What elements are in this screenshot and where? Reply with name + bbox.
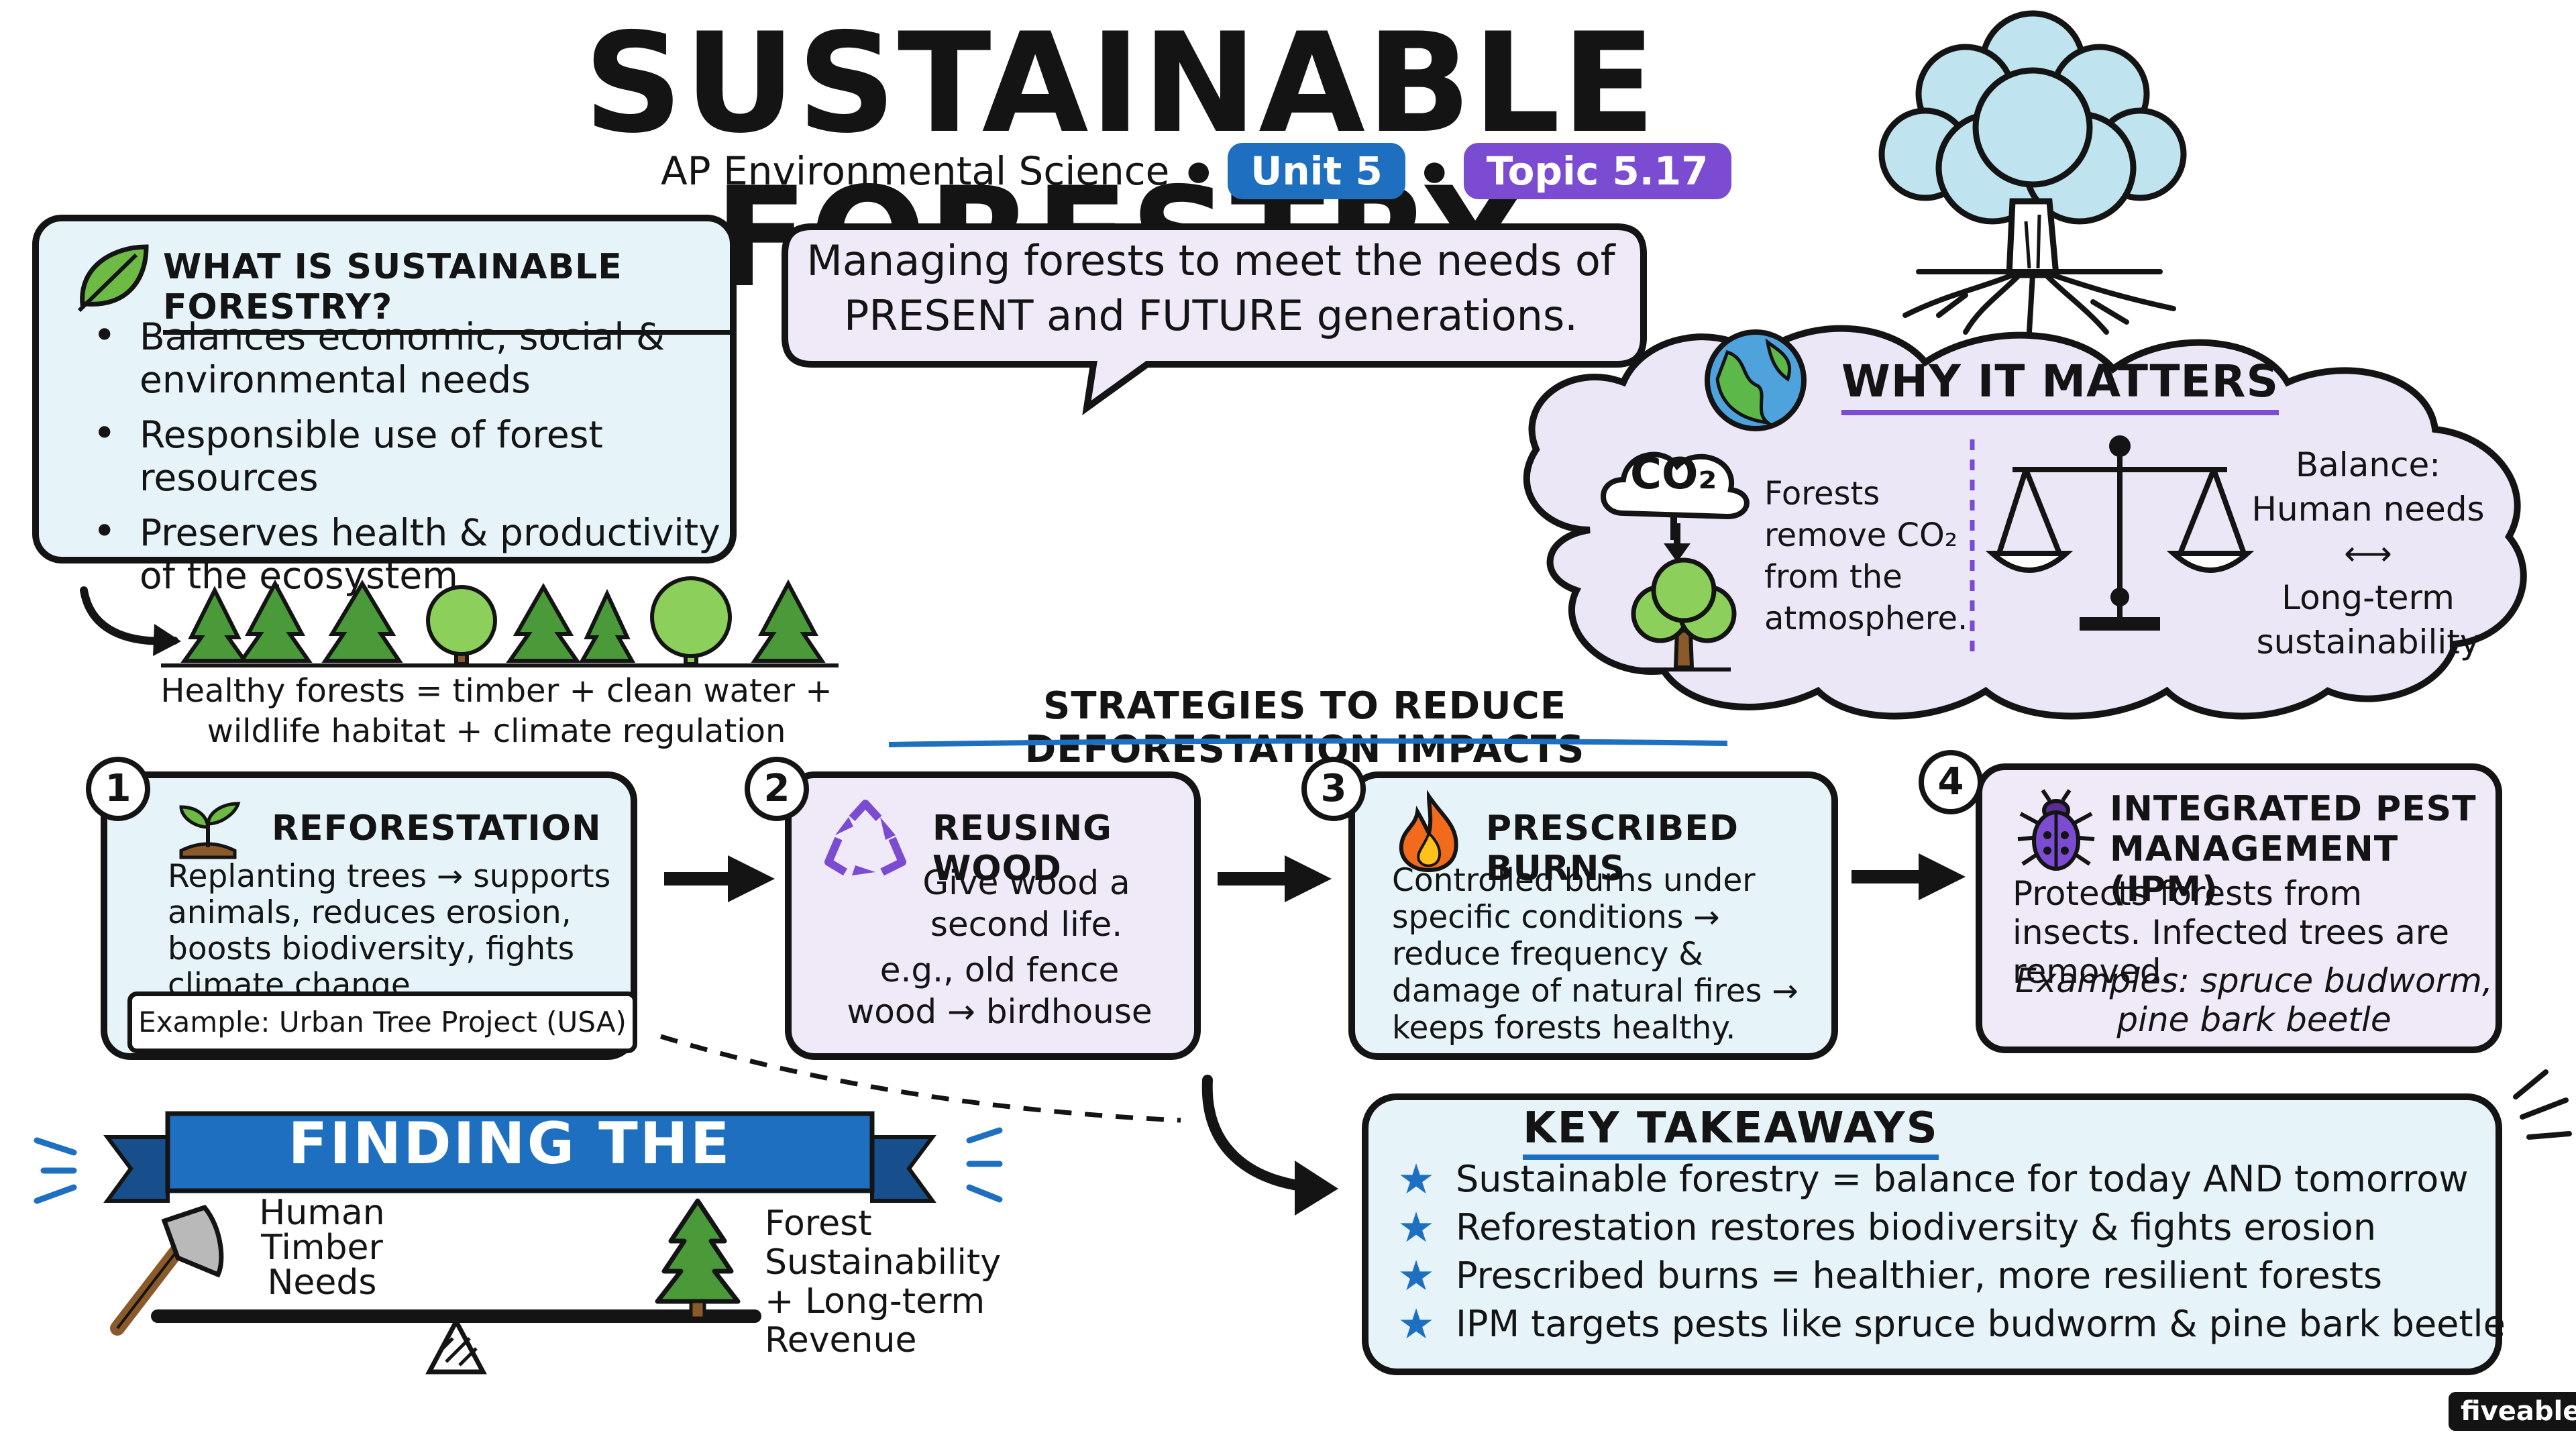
definition-speech-bubble — [782, 223, 1647, 416]
balance-line-2: Human needs — [2251, 490, 2485, 529]
star-icon: ★ — [1397, 1155, 1435, 1203]
list-item: ★ Prescribed burns = healthier, more resi… — [1395, 1252, 2506, 1300]
balance-scale-icon — [1985, 435, 2255, 631]
curved-arrow-icon — [1201, 1075, 1338, 1216]
brand-logo: fiveable — [2449, 1392, 2576, 1431]
definition-text: Managing forests to meet the needs of PR… — [798, 233, 1623, 343]
star-icon: ★ — [1397, 1251, 1435, 1300]
strategy-example: e.g., old fence wood → birdhouse — [847, 951, 1152, 1031]
strategy-title: PRESCRIBED BURNS — [1486, 808, 1739, 889]
step-number-badge: 3 — [1301, 757, 1366, 821]
forest-caption-line-2: wildlife habitat + climate regulation — [207, 712, 786, 750]
tree-roots-illustration — [1878, 10, 2187, 335]
leaf-icon — [77, 244, 149, 313]
definition-line-2: PRESENT and FUTURE generations. — [844, 291, 1578, 340]
forest-caption: Healthy forests = timber + clean water +… — [154, 671, 839, 751]
forests-remove-co2-text: Forests remove CO₂ from the atmosphere. — [1764, 475, 1968, 637]
globe-icon — [1705, 329, 1807, 431]
forest-trees-illustration — [161, 576, 839, 667]
topic-badge: Topic 5.17 — [1463, 143, 1731, 199]
subtitle-row: AP Environmental Science ● Unit 5 ● Topi… — [661, 138, 1731, 205]
arrow-right-icon — [664, 855, 775, 902]
strategy-text: Replanting trees → supports animals, red… — [168, 858, 611, 1004]
strategies-heading: STRATEGIES TO REDUCE DEFORESTATION IMPAC… — [1024, 684, 1585, 771]
dashed-connector-line — [659, 1034, 1181, 1123]
list-item: ★ Reforestation restores biodiversity & f… — [1395, 1203, 2506, 1252]
takeaway-text: Prescribed burns = healthier, more resil… — [1456, 1254, 2383, 1297]
step-number-badge: 2 — [745, 757, 809, 821]
human-timber-needs-text: Human Timber Needs — [259, 1193, 385, 1303]
definition-line-1: Managing forests to meet the needs of — [806, 236, 1615, 285]
key-takeaways-heading: KEY TAKEAWAYS — [1523, 1104, 1939, 1160]
takeaway-text: IPM targets pests like spruce budworm & … — [1456, 1303, 2506, 1345]
finding-balance-banner — [34, 1111, 1003, 1204]
balance-line-3: Long-term sustainability — [2256, 578, 2480, 661]
recycle-icon — [824, 800, 906, 876]
strategy-example: Examples: spruce budworm, pine bark beet… — [2015, 961, 2493, 1039]
strategy-text: Controlled burns under specific conditio… — [1392, 862, 1799, 1046]
strategy-card-prescribed-burns: PRESCRIBED BURNS Controlled burns under … — [1348, 771, 1838, 1060]
separator-dot: ● — [1422, 156, 1446, 186]
strategy-title: REUSING WOOD — [932, 808, 1112, 889]
key-takeaways-list: ★ Sustainable forestry = balance for toda… — [1395, 1155, 2506, 1348]
step-number-badge: 1 — [86, 757, 150, 821]
list-item: ★ IPM targets pests like spruce budworm &… — [1395, 1300, 2506, 1348]
star-icon: ★ — [1397, 1203, 1435, 1252]
small-tree-icon — [1631, 557, 1737, 672]
co2-cloud-icon — [1601, 451, 1750, 540]
strategy-text: Protects forests from insects. Infected … — [2012, 874, 2450, 991]
key-takeaways-box — [1362, 1093, 2502, 1375]
pine-tree-icon — [655, 1198, 741, 1320]
balance-seesaw — [151, 1309, 761, 1375]
why-it-matters-heading: WHY IT MATTERS — [1841, 356, 2279, 415]
list-item: ★ Sustainable forestry = balance for toda… — [1395, 1155, 2506, 1203]
curved-arrow-icon — [80, 586, 181, 656]
balance-line-1: Balance: — [2295, 445, 2441, 484]
separator-dot: ● — [1187, 156, 1211, 186]
what-is-list: Balances economic, social & environmenta… — [93, 314, 730, 609]
what-is-box: WHAT IS SUSTAINABLE FORESTRY? Balances e… — [32, 215, 737, 597]
why-balance-text: Balance: Human needs ⟷ Long-term sustain… — [2247, 443, 2489, 664]
strategy-card-reusing-wood: REUSING WOOD Give wood a second life. e.… — [785, 771, 1201, 1060]
strategy-text: Give wood a second life. — [922, 863, 1130, 944]
arrow-right-icon — [1851, 853, 1966, 900]
strategy-title: REFORESTATION — [272, 808, 602, 849]
strategies-underline — [888, 738, 1728, 747]
strategy-card-ipm: INTEGRATED PEST MANAGEMENT (IPM) Protect… — [1976, 763, 2502, 1053]
double-arrow-icon: ⟷ — [2344, 534, 2392, 573]
unit-badge: Unit 5 — [1228, 143, 1405, 199]
takeaway-text: Sustainable forestry = balance for today… — [1456, 1158, 2469, 1200]
fire-icon — [1399, 790, 1458, 873]
list-item: Balances economic, social & environmenta… — [93, 314, 730, 401]
arrow-right-icon — [1218, 855, 1332, 902]
list-item: Preserves health & productivity of the e… — [93, 510, 730, 597]
list-item: Responsible use of forest resources — [93, 412, 730, 499]
axe-icon — [110, 1204, 224, 1336]
sprout-icon — [179, 802, 241, 859]
strategy-title: INTEGRATED PEST MANAGEMENT (IPM) — [2110, 789, 2477, 910]
finding-balance-heading: FINDING THE BALANCE — [288, 1110, 732, 1251]
reforestation-example: Example: Urban Tree Project (USA) — [127, 991, 637, 1053]
takeaway-text: Reforestation restores biodiversity & fi… — [1456, 1206, 2377, 1248]
emphasis-lines-icon — [2513, 1069, 2572, 1140]
step-number-badge: 4 — [1919, 750, 1983, 814]
forest-sustainability-text: Forest Sustainability + Long-term Revenu… — [765, 1203, 1002, 1360]
course-label: AP Environmental Science — [661, 148, 1170, 194]
star-icon: ★ — [1397, 1299, 1435, 1348]
forest-caption-line-1: Healthy forests = timber + clean water + — [160, 672, 833, 710]
arrow-down-icon — [1664, 523, 1690, 562]
beetle-icon — [2017, 789, 2095, 871]
co2-label: CO₂ — [1630, 449, 1717, 499]
